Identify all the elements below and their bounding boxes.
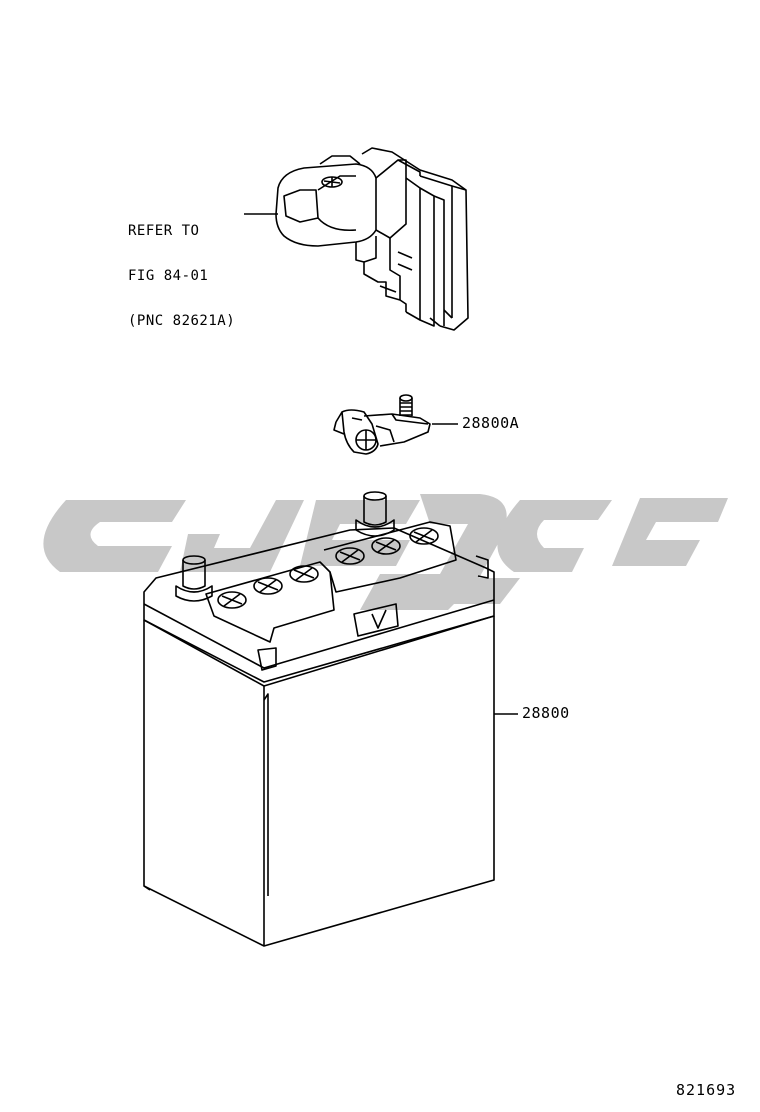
reference-callout: REFER TO FIG 84-01 (PNC 82621A) xyxy=(128,194,235,344)
figure-number: 821693 xyxy=(676,1081,737,1099)
fuse-block-cover xyxy=(275,147,469,331)
battery xyxy=(143,491,495,947)
reference-line-3: (PNC 82621A) xyxy=(128,313,236,329)
reference-line-1: REFER TO xyxy=(128,223,200,239)
watermark xyxy=(43,494,728,610)
battery-part-number: 28800 xyxy=(522,704,570,722)
terminal-clamp-part-number: 28800A xyxy=(462,414,520,432)
reference-line-2: FIG 84-01 xyxy=(128,268,209,284)
terminal-clamp xyxy=(333,394,431,455)
